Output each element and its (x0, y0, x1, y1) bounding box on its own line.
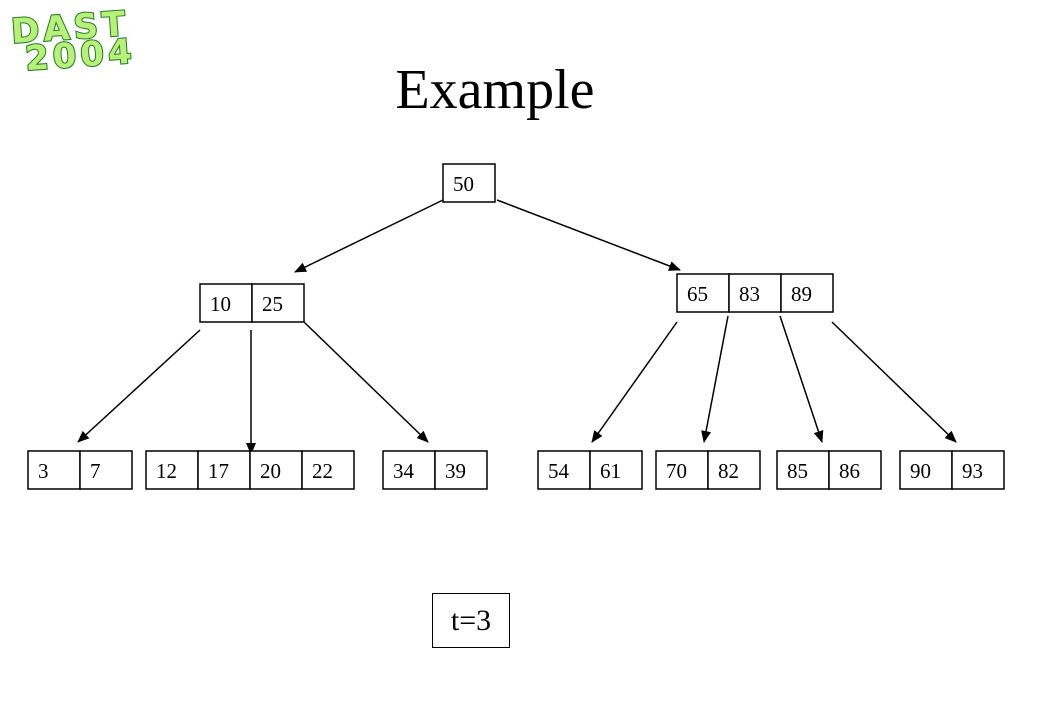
key-cell (251, 283, 305, 323)
key-cell (828, 450, 882, 490)
btree-node-l5: 70 82 (655, 450, 761, 490)
edge-n1-to-l3 (303, 321, 429, 443)
key-cell (899, 450, 953, 490)
key-cell (442, 163, 496, 203)
key-label: 61 (600, 459, 621, 483)
key-cell (382, 450, 436, 490)
key-cell (707, 450, 761, 490)
edge-n1-to-l1 (77, 329, 201, 443)
key-label: 85 (787, 459, 808, 483)
btree-node-l2: 12 17 20 22 (145, 450, 355, 490)
logo-line2: 2004 (24, 32, 137, 80)
key-cell (780, 273, 834, 313)
key-cell (199, 283, 253, 323)
key-label: 86 (839, 459, 860, 483)
edge-n2-to-l7 (831, 321, 957, 443)
key-label: 50 (453, 172, 474, 196)
key-cell (197, 450, 251, 490)
btree-node-l4: 54 61 (537, 450, 643, 490)
page-title: Example (395, 59, 595, 121)
edge-n2-to-l6 (779, 315, 824, 443)
key-label: 70 (666, 459, 687, 483)
key-cell (79, 450, 133, 490)
key-label: 22 (312, 459, 333, 483)
key-label: 39 (445, 459, 466, 483)
edge-root-to-n1 (294, 199, 444, 273)
dast-2004-logo: DAST 2004 (9, 3, 138, 80)
key-label: 10 (210, 292, 231, 316)
key-label: 65 (687, 282, 708, 306)
key-cell (301, 450, 355, 490)
edge-n2-to-l4 (591, 321, 678, 443)
key-label: 93 (962, 459, 983, 483)
min-degree-label: t=3 (432, 593, 510, 648)
key-cell (728, 273, 782, 313)
key-label: 25 (262, 292, 283, 316)
edges-layer (77, 199, 957, 455)
key-label: 89 (791, 282, 812, 306)
key-label: 83 (739, 282, 760, 306)
key-cell (951, 450, 1005, 490)
btree-node-l3: 34 39 (382, 450, 488, 490)
btree-node-l6: 85 86 (776, 450, 882, 490)
key-cell (27, 450, 81, 490)
key-label: 20 (260, 459, 281, 483)
key-cell (249, 450, 303, 490)
key-cell (434, 450, 488, 490)
logo-line1: DAST (10, 4, 131, 52)
key-label: 90 (910, 459, 931, 483)
btree-node-n2: 65 83 89 (676, 273, 834, 313)
key-cell (537, 450, 591, 490)
key-label: 3 (38, 459, 49, 483)
key-cell (655, 450, 709, 490)
btree-node-l7: 90 93 (899, 450, 1005, 490)
key-label: 82 (718, 459, 739, 483)
key-label: 7 (90, 459, 101, 483)
btree-node-n1: 10 25 (199, 283, 305, 323)
edge-root-to-n2 (496, 199, 681, 271)
btree-node-root: 50 (442, 163, 496, 203)
key-label: 54 (548, 459, 570, 483)
key-label: 34 (393, 459, 415, 483)
edge-n2-to-l5 (701, 315, 729, 443)
key-cell (145, 450, 199, 490)
key-label: 17 (208, 459, 229, 483)
key-cell (589, 450, 643, 490)
key-label: 12 (156, 459, 177, 483)
